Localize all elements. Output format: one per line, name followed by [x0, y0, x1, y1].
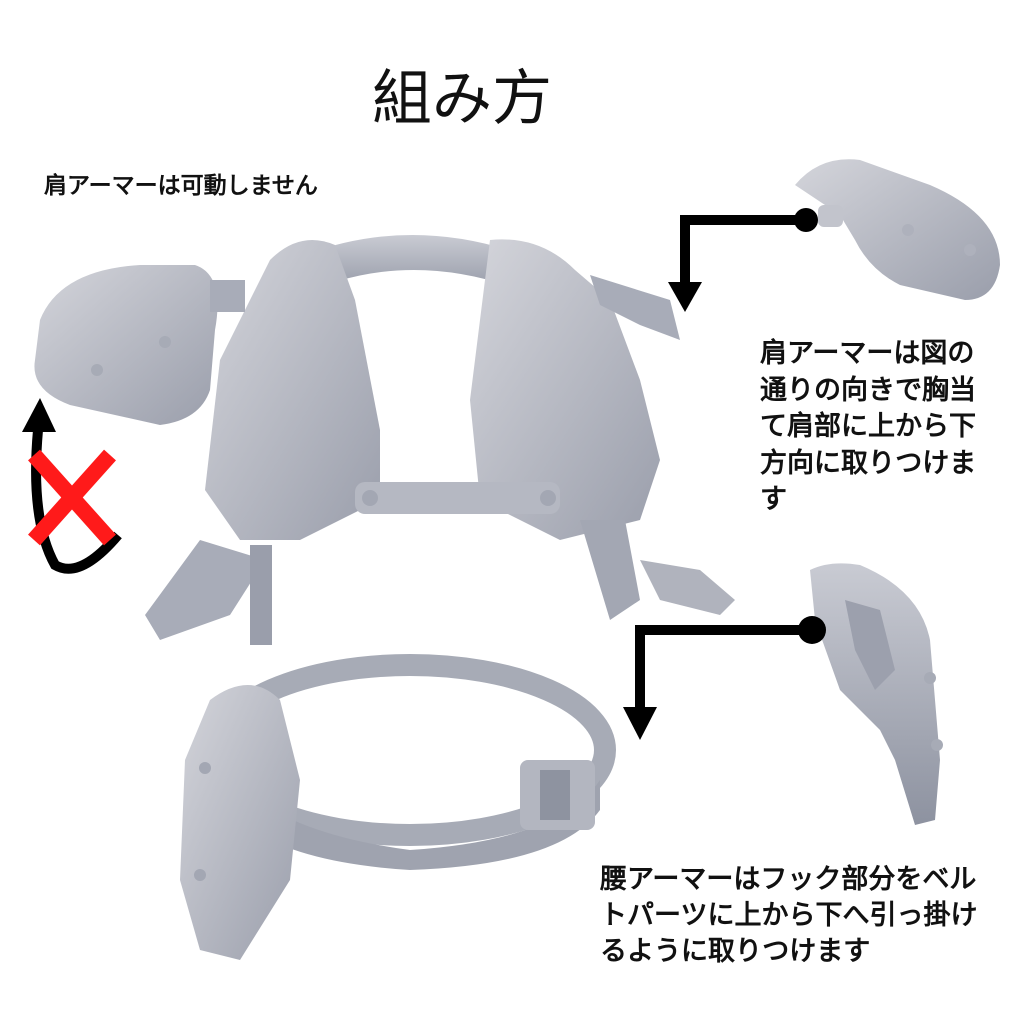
- note-waist-attach: 腰アーマーはフック部分をベルトパーツに上から下へ引っ掛けるように取りつけます: [600, 864, 978, 967]
- waist-armor-detached: [810, 563, 943, 825]
- page-title-text: 組み方: [372, 64, 552, 134]
- waist-attach-arrow: [623, 616, 826, 740]
- forbidden-rotation-mark: [22, 398, 122, 574]
- page-title: 組み方: [0, 50, 1024, 137]
- note-shoulder-attach: 肩アーマーは図の通りの向きで胸当て肩部に上から下方向に取りつけます: [760, 338, 977, 515]
- red-x-icon: [28, 449, 116, 546]
- anchor-dot-icon: [798, 616, 826, 644]
- note-shoulder-fixed: 肩アーマーは可動しません: [44, 173, 318, 199]
- curved-arrow-icon: [31, 429, 122, 574]
- anchor-dot-icon: [794, 208, 818, 232]
- shoulder-armor-detached: [795, 159, 1000, 300]
- arrow-head-icon: [22, 398, 56, 432]
- waist-armor-attached: [180, 685, 300, 960]
- shoulder-attach-arrow: [668, 208, 818, 312]
- arrow-down-icon: [623, 707, 657, 740]
- shoulder-armor-attached: [34, 265, 245, 425]
- arrow-down-icon: [668, 282, 702, 312]
- chest-armor-model: [145, 235, 735, 645]
